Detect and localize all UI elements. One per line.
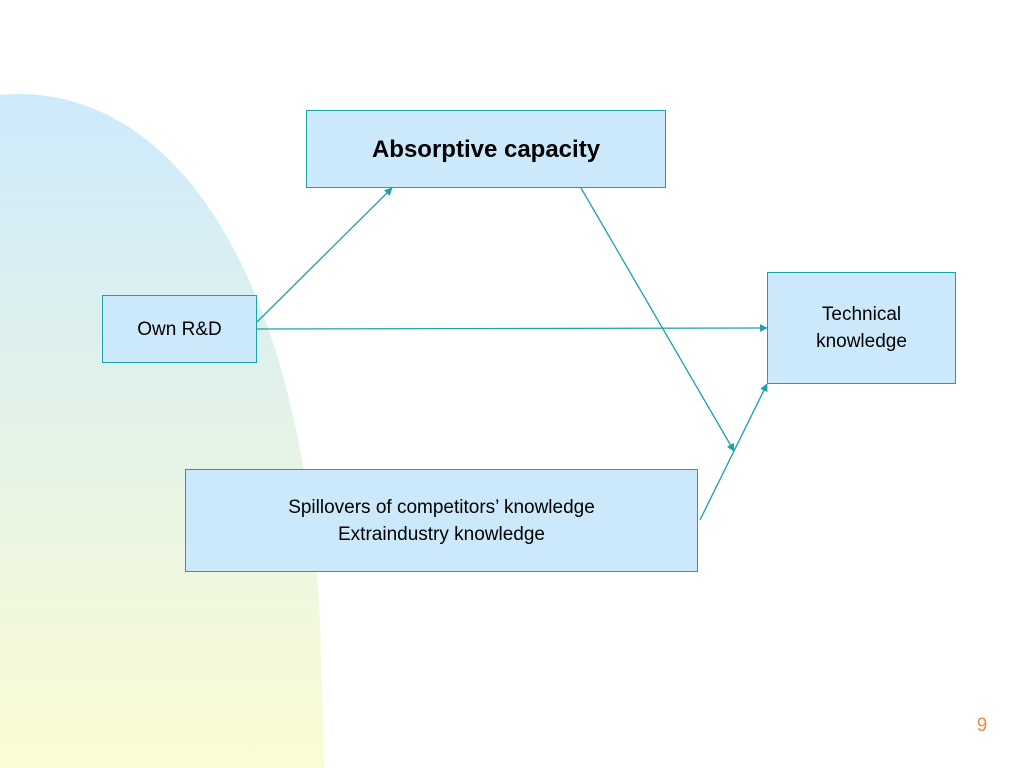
own-rd-label: Own R&D <box>137 318 222 340</box>
arrow-absorptive-to-link <box>580 187 735 452</box>
technical-knowledge-label-line-2: knowledge <box>816 331 907 352</box>
own-rd-box: Own R&D <box>102 295 257 363</box>
absorptive-capacity-label: Absorptive capacity <box>371 135 601 163</box>
absorptive-capacity-box: Absorptive capacity <box>306 110 666 188</box>
technical-knowledge-box: Technical knowledge <box>767 272 956 384</box>
spillovers-box: Spillovers of competitors’ knowledge Ext… <box>185 469 698 572</box>
spillovers-label-line-2: Extraindustry knowledge <box>338 523 545 545</box>
technical-knowledge-label-line-1: Technical <box>821 304 902 325</box>
arrow-own-rd-to-absorptive <box>256 187 393 323</box>
page-number: 9 <box>976 715 988 736</box>
arrow-spillovers-to-technical <box>699 383 768 521</box>
spillovers-label-line-1: Spillovers of competitors’ knowledge <box>288 496 595 518</box>
arrow-own-rd-to-technical <box>256 324 768 333</box>
